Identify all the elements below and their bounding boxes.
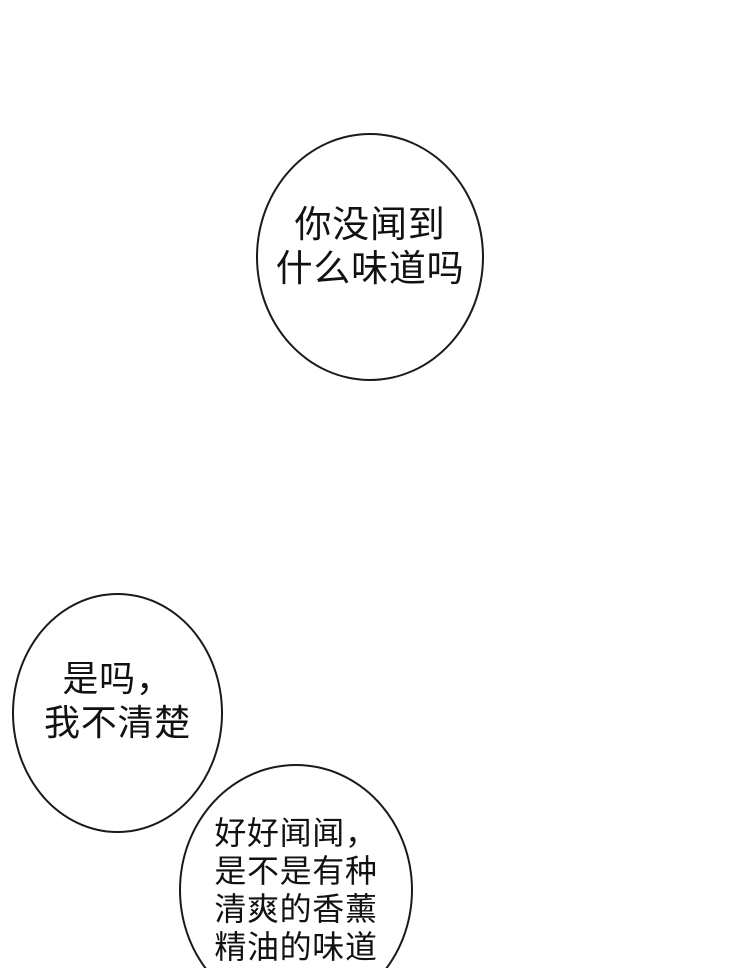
speech-line: 精油的味道 bbox=[214, 929, 378, 965]
speech-bubble-reply: 是吗， 我不清楚 bbox=[12, 593, 223, 833]
speech-line: 好好闻闻， bbox=[214, 815, 378, 851]
speech-line: 是不是有种 bbox=[214, 853, 378, 889]
speech-line: 你没闻到 bbox=[294, 204, 446, 245]
speech-line: 是吗， bbox=[62, 658, 173, 699]
speech-bubble-sniff: 好好闻闻， 是不是有种 清爽的香薰 精油的味道 bbox=[179, 764, 413, 968]
speech-bubble-question: 你没闻到 什么味道吗 bbox=[256, 133, 484, 381]
speech-bubble-reply-text: 是吗， 我不清楚 bbox=[14, 657, 221, 745]
speech-line: 我不清楚 bbox=[44, 702, 191, 743]
speech-line: 清爽的香薰 bbox=[214, 891, 378, 927]
speech-bubble-sniff-text: 好好闻闻， 是不是有种 清爽的香薰 精油的味道 bbox=[181, 814, 411, 966]
speech-bubble-question-text: 你没闻到 什么味道吗 bbox=[258, 203, 482, 291]
speech-line: 什么味道吗 bbox=[275, 248, 465, 289]
